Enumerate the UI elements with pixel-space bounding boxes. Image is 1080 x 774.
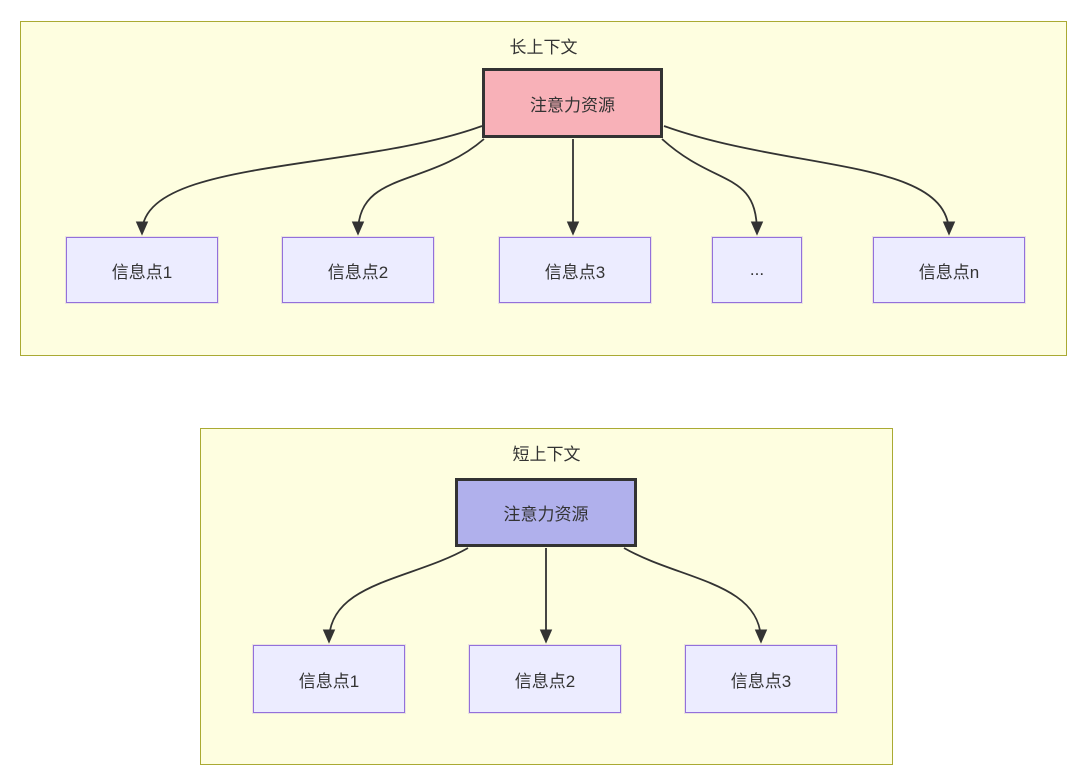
long-info-node-2: 信息点2: [282, 237, 434, 303]
long-info-node-3: 信息点3: [499, 237, 651, 303]
short-info-node-3: 信息点3: [685, 645, 837, 713]
short-info-node-2: 信息点2: [469, 645, 621, 713]
short-attention-box: 注意力资源: [455, 478, 637, 547]
long-info-node-ellipsis: ...: [712, 237, 802, 303]
long-info-node-1: 信息点1: [66, 237, 218, 303]
long-attention-box: 注意力资源: [482, 68, 663, 138]
long-info-node-n: 信息点n: [873, 237, 1025, 303]
short-info-node-1: 信息点1: [253, 645, 405, 713]
long-context-title: 长上下文: [509, 38, 578, 57]
short-context-title: 短上下文: [512, 445, 581, 464]
